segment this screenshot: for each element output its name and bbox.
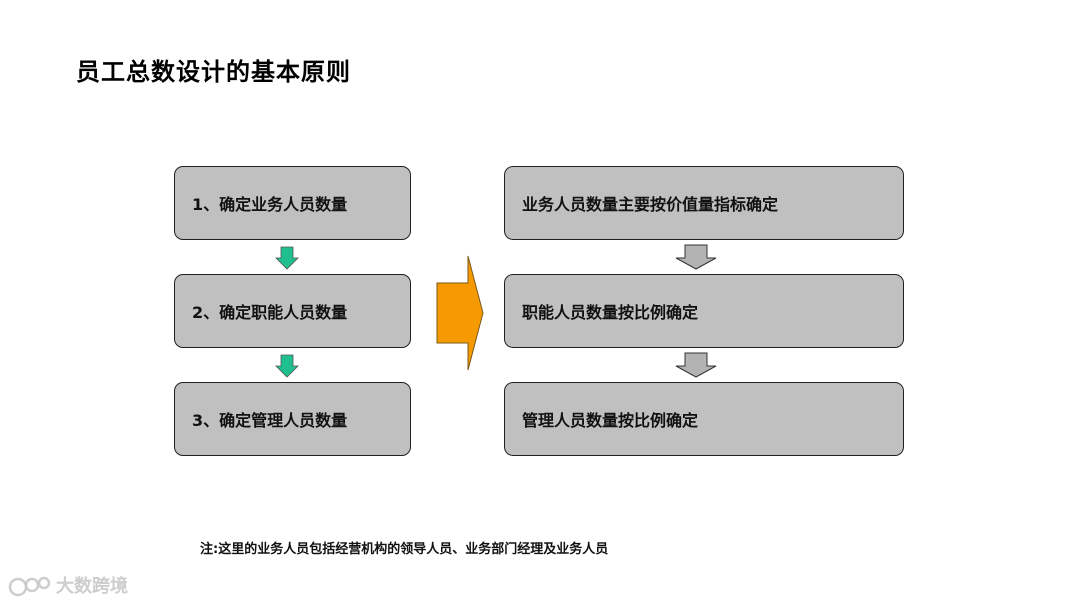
down-arrow-icon (275, 354, 299, 378)
right-arrow-icon (436, 255, 484, 371)
page-title: 员工总数设计的基本原则 (76, 58, 351, 86)
step-box-1: 1、确定业务人员数量 (174, 166, 411, 240)
down-arrow-icon (675, 244, 717, 270)
step-box-2: 2、确定职能人员数量 (174, 274, 411, 348)
step-box-3: 3、确定管理人员数量 (174, 382, 411, 456)
watermark: 大数跨境 (8, 572, 128, 598)
principle-box-1: 业务人员数量主要按价值量指标确定 (504, 166, 904, 240)
principle-box-2: 职能人员数量按比例确定 (504, 274, 904, 348)
principle-box-3: 管理人员数量按比例确定 (504, 382, 904, 456)
down-arrow-icon (275, 246, 299, 270)
down-arrow-icon (675, 352, 717, 378)
watermark-text: 大数跨境 (56, 576, 128, 597)
footnote: 注:这里的业务人员包括经营机构的领导人员、业务部门经理及业务人员 (200, 542, 609, 557)
watermark-logo-icon (8, 576, 51, 597)
